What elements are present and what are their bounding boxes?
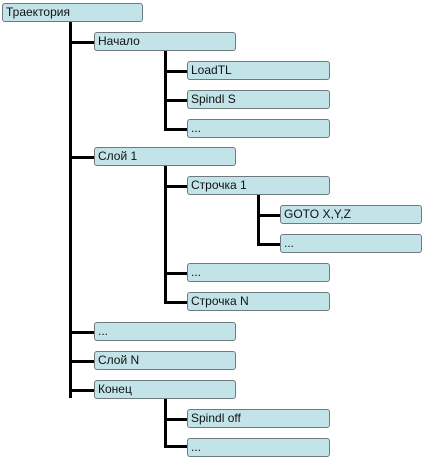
node-root: Траектория (2, 3, 143, 22)
connector-to-start (69, 41, 95, 44)
connector-to-spindl-s (164, 99, 188, 102)
node-loadtl: LoadTL (187, 61, 330, 80)
connector-to-end-ellipsis (164, 445, 188, 448)
connector-to-rowN (164, 301, 188, 304)
node-layer1-ellipsis: ... (187, 263, 330, 282)
node-start: Начало (94, 32, 236, 51)
node-end: Конец (94, 380, 236, 399)
connector-to-end (69, 389, 95, 392)
node-layerN: Слой N (94, 351, 236, 370)
connector-root-trunk (69, 22, 72, 398)
connector-to-spindl-off (164, 418, 188, 421)
node-ellipsis: ... (94, 322, 236, 341)
node-row1: Строчка 1 (187, 176, 330, 195)
connector-to-layer1 (69, 156, 95, 159)
node-goto: GOTO X,Y,Z (280, 205, 422, 224)
node-layer1: Слой 1 (94, 147, 236, 166)
node-spindl-off: Spindl off (187, 409, 330, 428)
connector-row1-trunk (257, 195, 260, 246)
connector-end-trunk (164, 398, 167, 448)
connector-to-start-ellipsis (164, 128, 188, 131)
connector-layer1-trunk (164, 166, 167, 304)
connector-to-loadtl (164, 70, 188, 73)
connector-to-goto (257, 214, 281, 217)
node-spindl-s: Spindl S (187, 90, 330, 109)
connector-to-row1-ellipsis (257, 243, 281, 246)
node-row1-ellipsis: ... (280, 234, 422, 253)
connector-to-row1 (164, 185, 188, 188)
connector-to-layer1-ellipsis (164, 272, 188, 275)
node-rowN: Строчка N (187, 292, 330, 311)
node-end-ellipsis: ... (187, 438, 330, 457)
connector-start-trunk (164, 51, 167, 131)
connector-to-layerN (69, 360, 95, 363)
connector-to-ellipsis (69, 331, 95, 334)
node-start-ellipsis: ... (187, 119, 330, 138)
